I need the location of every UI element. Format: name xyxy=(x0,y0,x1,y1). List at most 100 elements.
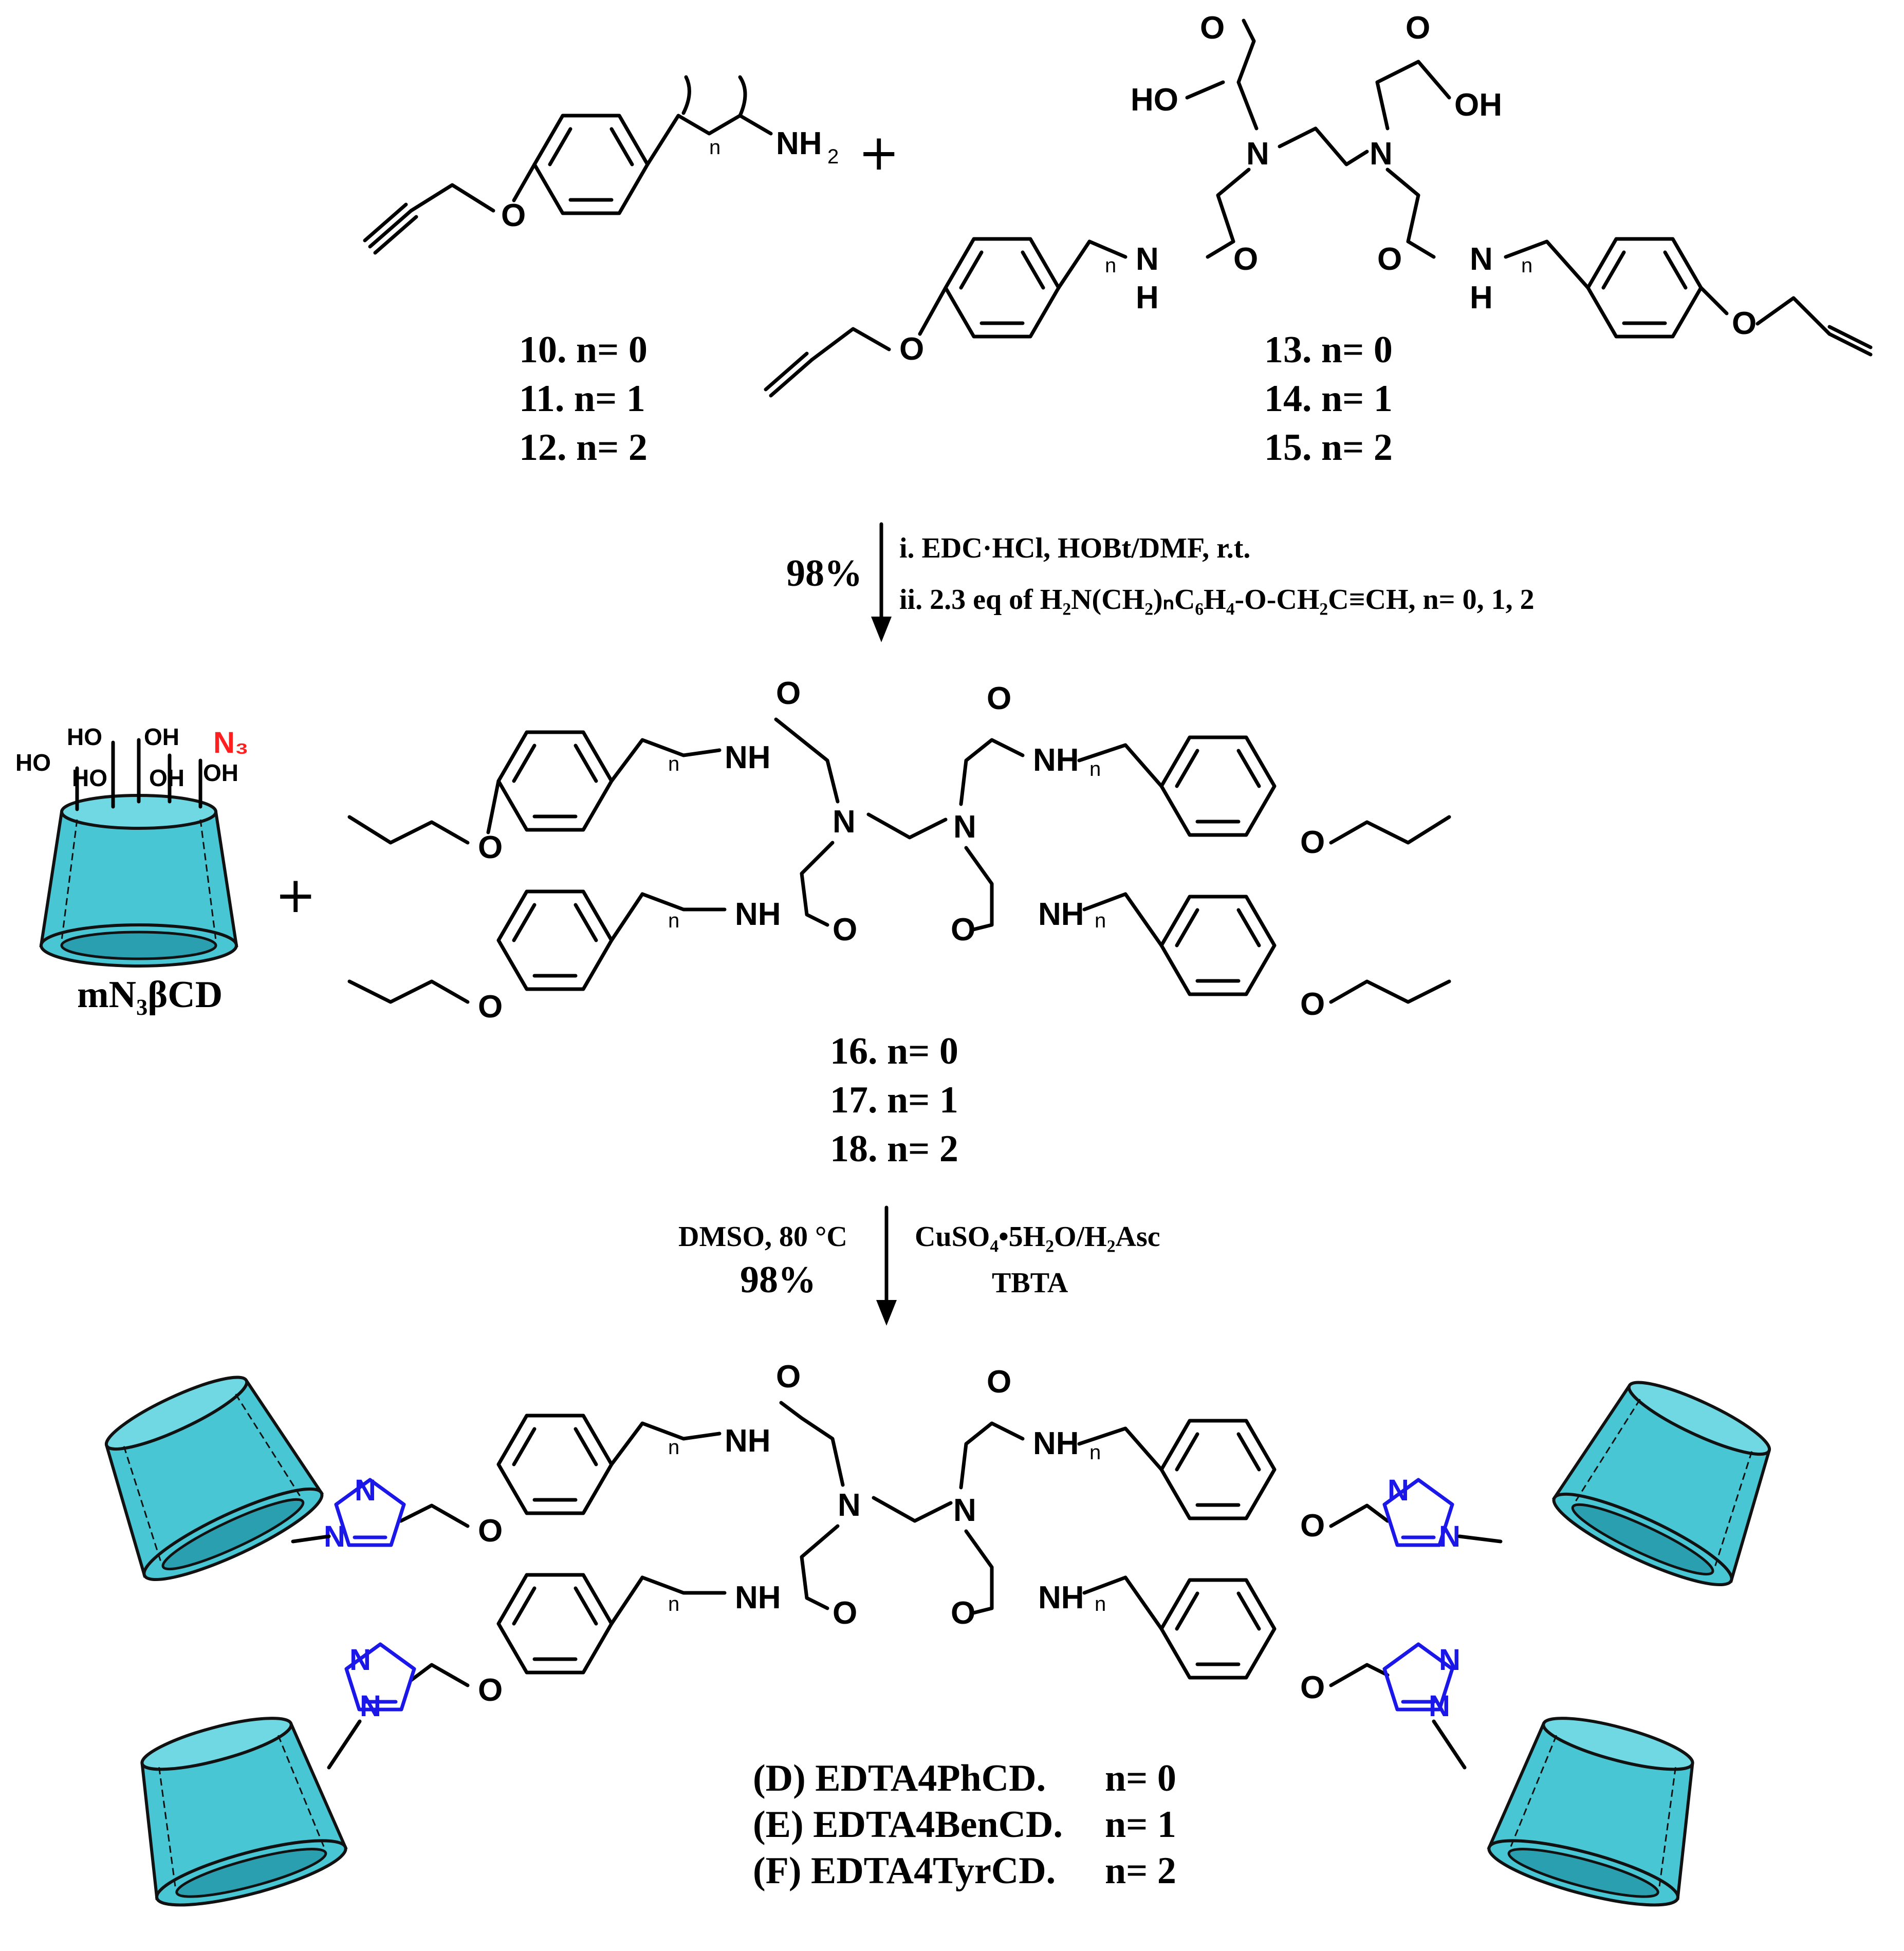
amide-o-4: O xyxy=(951,912,975,947)
tetra-alkyne-intermediate: N N O NH n O O NH n O O NH n O O NH n O xyxy=(347,676,1451,1025)
carbonyl-o-1: O xyxy=(1200,10,1225,46)
ether-o-1: O xyxy=(478,830,503,865)
ether-o-right: O xyxy=(1732,306,1757,341)
prod-amide-nh-2: NH xyxy=(1033,1426,1079,1461)
n-sub-2: n xyxy=(1089,758,1101,781)
n-sub-4: n xyxy=(1095,909,1106,932)
step1-arrow: 98% i. EDC·HCl, HOBt/DMF, r.t. ii. 2.3 e… xyxy=(786,522,1535,642)
step1-conditions-1: i. EDC·HCl, HOBt/DMF, r.t. xyxy=(899,532,1250,564)
prod-ether-o-3: O xyxy=(478,1673,503,1708)
amide-o-2: O xyxy=(987,681,1011,716)
prod-ether-o-2: O xyxy=(1300,1508,1325,1544)
amine-nh2: NH xyxy=(776,126,822,161)
product-f-name: (F) EDTA4TyrCD. xyxy=(753,1850,1056,1892)
prod-ether-o-4: O xyxy=(1300,1670,1325,1705)
triazole-cd-arm-4: N N xyxy=(1384,1643,1716,1918)
triazole-n-4a: N xyxy=(1439,1643,1461,1677)
ether-o-3: O xyxy=(478,989,503,1025)
ether-o-2: O xyxy=(1300,825,1325,860)
core-n-left: N xyxy=(833,804,856,840)
prod-amide-nh-4: NH xyxy=(1038,1580,1084,1615)
azide-label: N₃ xyxy=(213,726,249,759)
step1-conditions-2: ii. 2.3 eq of H₂N(CH₂)ₙC₆H₄-O-CH₂C≡CH, n… xyxy=(899,584,1535,616)
ether-oxygen: O xyxy=(501,198,526,233)
nitrogen-right: N xyxy=(1370,136,1393,172)
cd-hydroxyl-6: OH xyxy=(203,759,238,786)
amide-nh-3: NH xyxy=(735,897,781,932)
triazole-n-2a: N xyxy=(1388,1474,1409,1507)
amide-nh-4: NH xyxy=(1038,897,1084,932)
product-labels: (D) EDTA4PhCD. n= 0 (E) EDTA4BenCD. n= 1… xyxy=(753,1757,1176,1892)
step2-yield: 98% xyxy=(740,1259,816,1301)
n-subscript: n xyxy=(709,136,720,159)
label-15: 15. n= 2 xyxy=(1264,426,1393,469)
amide-n-right: N xyxy=(1470,241,1493,277)
product-e-name: (E) EDTA4BenCD. xyxy=(753,1804,1063,1846)
intermediate-labels: 16. n= 0 17. n= 1 18. n= 2 xyxy=(830,1030,958,1170)
product-f-n: n= 2 xyxy=(1105,1850,1176,1892)
amide-o-3: O xyxy=(833,912,857,947)
carbonyl-o-2: O xyxy=(1406,10,1430,46)
amide-o-left: O xyxy=(1233,241,1258,277)
product-scaffold: N N O NH n O O NH n O O NH n O O NH n O xyxy=(399,1359,1390,1708)
plus-sign-2: + xyxy=(275,866,316,924)
n-sub-1: n xyxy=(668,753,679,775)
azido-cyclodextrin: HO HO OH HO OH OH N₃ mN₃βCD xyxy=(15,723,249,1016)
amide-h-right: H xyxy=(1470,280,1493,315)
step2-ligand: TBTA xyxy=(992,1267,1068,1299)
triazole-n-2b: N xyxy=(1439,1520,1461,1553)
amide-o-1: O xyxy=(776,676,801,711)
label-10: 10. n= 0 xyxy=(519,329,648,371)
label-14: 14. n= 1 xyxy=(1264,378,1393,420)
triazole-n-3b: N xyxy=(360,1689,381,1723)
prod-amide-nh-1: NH xyxy=(725,1423,771,1459)
prod-n-sub-1: n xyxy=(668,1436,679,1459)
cd-hydroxyl-4: HO xyxy=(72,765,107,791)
prod-ether-o-1: O xyxy=(478,1513,503,1549)
ether-o-4: O xyxy=(1300,987,1325,1022)
prod-n-sub-3: n xyxy=(668,1593,679,1615)
acid-labels: 13. n= 0 14. n= 1 15. n= 2 xyxy=(1264,329,1393,469)
step2-arrow: DMSO, 80 °C 98% CuSO₄•5H₂O/H₂Asc TBTA xyxy=(678,1205,1160,1326)
label-11: 11. n= 1 xyxy=(519,378,645,420)
cd-hydroxyl-5: OH xyxy=(149,765,184,791)
label-16: 16. n= 0 xyxy=(830,1030,958,1072)
n-subscript-right: n xyxy=(1521,254,1532,277)
product-d-n: n= 0 xyxy=(1105,1757,1176,1799)
hydroxyl-left: HO xyxy=(1131,82,1178,118)
amide-nh-1: NH xyxy=(725,740,771,775)
triazole-n-4b: N xyxy=(1429,1689,1450,1723)
prod-core-n-right: N xyxy=(953,1493,976,1528)
amide-h-left: H xyxy=(1136,280,1159,315)
product-e-n: n= 1 xyxy=(1105,1804,1176,1846)
n-sub-3: n xyxy=(668,909,679,932)
hydroxyl-right: OH xyxy=(1454,87,1502,123)
label-18: 18. n= 2 xyxy=(830,1128,958,1170)
core-n-right: N xyxy=(953,809,976,845)
label-17: 17. n= 1 xyxy=(830,1079,958,1121)
prod-n-sub-4: n xyxy=(1095,1593,1106,1615)
label-12: 12. n= 2 xyxy=(519,426,648,469)
cd-label: mN₃βCD xyxy=(77,974,223,1016)
step1-yield: 98% xyxy=(786,552,862,594)
edta-acid-reactant: N N HO O OH O O N H O N H n O n O xyxy=(764,10,1873,398)
prod-n-sub-2: n xyxy=(1089,1441,1101,1464)
prod-amide-o-1: O xyxy=(776,1359,801,1395)
product-d-name: (D) EDTA4PhCD. xyxy=(753,1757,1046,1799)
prod-amide-o-2: O xyxy=(987,1364,1011,1400)
prod-core-n-left: N xyxy=(838,1488,861,1523)
cd-hydroxyl-2: HO xyxy=(67,723,102,750)
triazole-cd-arm-2: N N xyxy=(1384,1362,1795,1599)
amide-nh-2: NH xyxy=(1033,742,1079,778)
cd-hydroxyl-1: HO xyxy=(15,749,51,776)
triazole-n-1a: N xyxy=(355,1474,376,1507)
amine-labels: 10. n= 0 11. n= 1 12. n= 2 xyxy=(519,329,648,469)
amide-o-right: O xyxy=(1377,241,1402,277)
step2-solvent: DMSO, 80 °C xyxy=(678,1221,847,1253)
triazole-cd-arm-1: N N xyxy=(81,1357,404,1594)
triazole-cd-arm-3: N N xyxy=(118,1643,414,1918)
nitrogen-left: N xyxy=(1246,136,1269,172)
amine-reactant: n NH 2 O xyxy=(363,75,839,255)
prod-amide-o-4: O xyxy=(951,1595,975,1631)
